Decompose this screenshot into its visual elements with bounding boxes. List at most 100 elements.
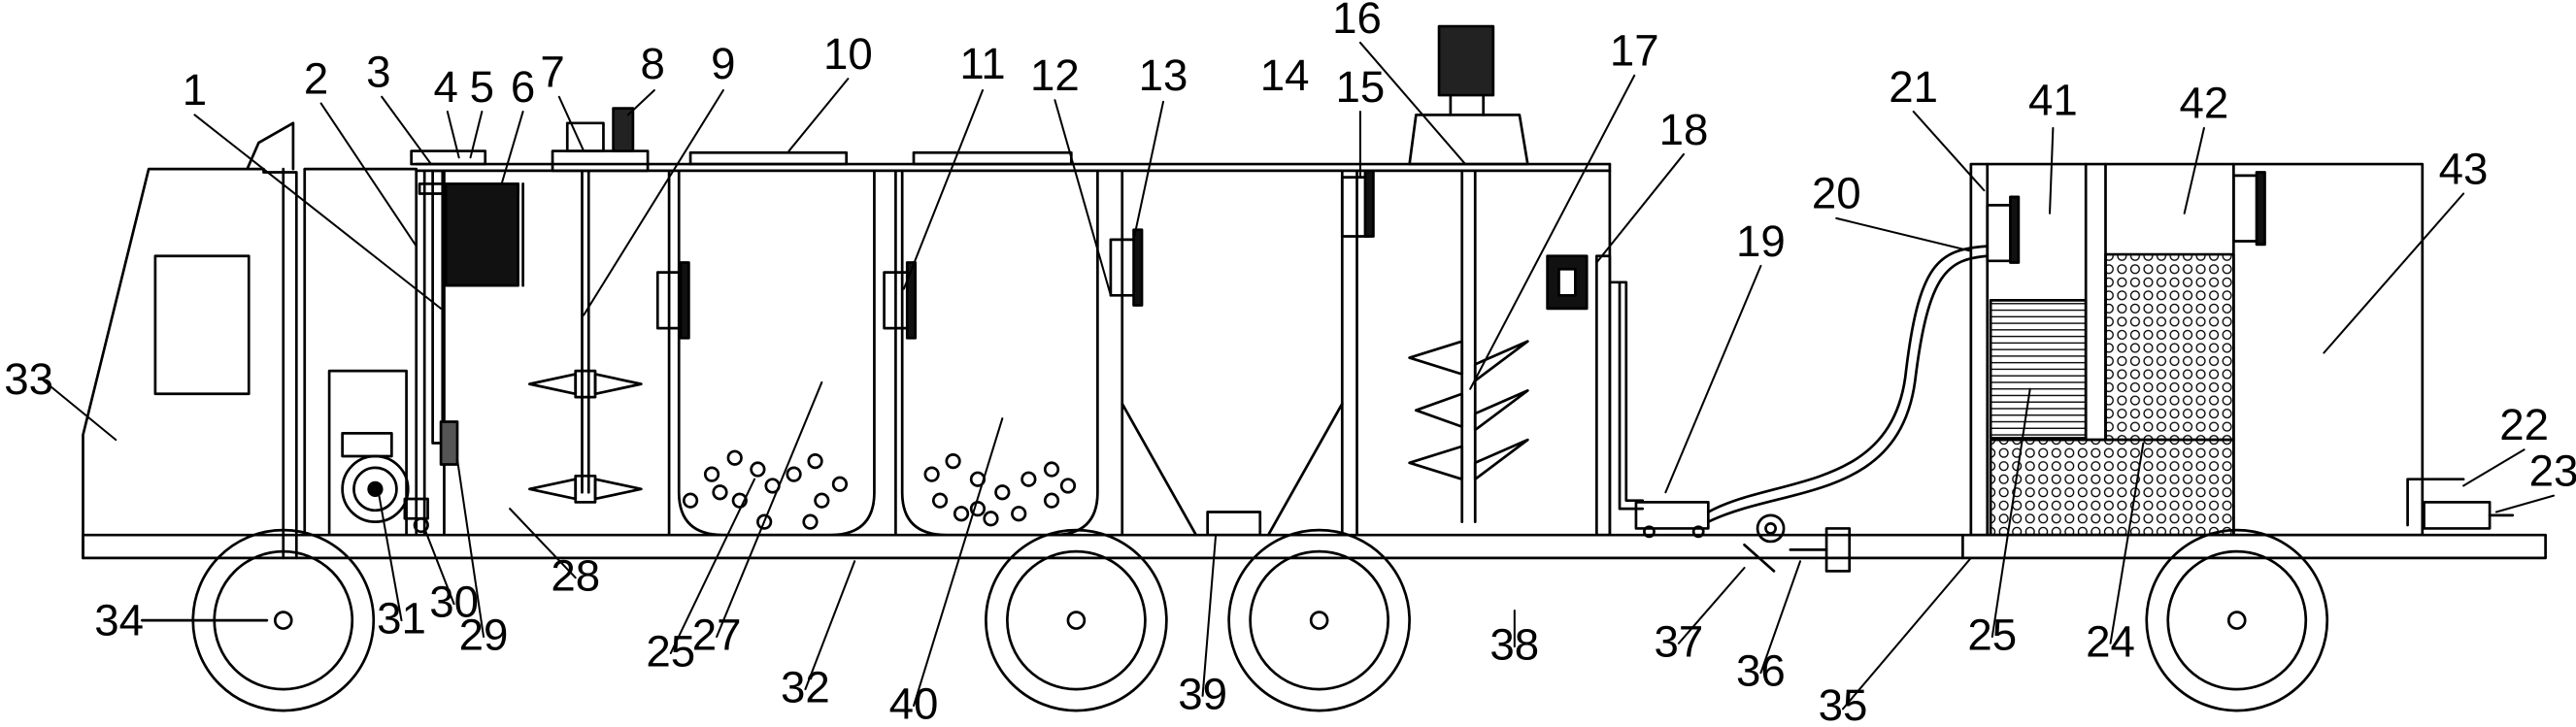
leader-line [1664,264,1762,494]
filter-pebble [923,466,940,482]
filter-pebble [1020,471,1037,487]
leader-line [2323,192,2465,354]
label-30: 30 [429,578,479,627]
label-11: 11 [959,39,1005,88]
leader-line [1835,216,1972,252]
filter-pebble [802,513,819,530]
leader-line [500,110,524,185]
label-27: 27 [692,611,742,660]
leader-line [1912,110,1986,192]
filter-pebble [807,452,823,470]
label-42: 42 [2180,79,2229,128]
filter-pebble [931,492,949,509]
label-8: 8 [640,39,664,88]
leader-line [193,114,443,310]
leader-line [1469,74,1636,390]
level-gauges [655,169,2266,340]
label-20: 20 [1812,169,1861,218]
leader-line [626,88,655,116]
rear-tank [1969,162,2515,537]
label-9: 9 [711,39,735,88]
label-34: 34 [94,595,144,644]
leader-lines [42,41,2556,710]
label-6: 6 [511,62,535,112]
label-12: 12 [1030,50,1080,100]
leader-line [2109,442,2145,644]
label-16: 16 [1332,0,1382,43]
label-5: 5 [470,62,494,112]
label-18: 18 [1659,105,1709,154]
leader-line [716,380,823,639]
leader-line [1841,556,1972,710]
label-4: 4 [433,62,457,112]
leader-line [583,88,724,316]
leader-line [1054,99,1112,297]
label-40: 40 [889,679,939,727]
wheels [141,528,2329,712]
label-24: 24 [2086,616,2135,666]
label-35: 35 [1819,680,1868,727]
label-33: 33 [4,354,53,404]
label-10: 10 [823,29,873,79]
filter-pebble [831,476,849,492]
leader-line [2494,494,2556,513]
leader-line [446,110,460,159]
filter-pebble [814,492,830,509]
label-14: 14 [1260,50,1310,100]
leader-line [319,102,418,248]
leader-line [1132,100,1165,241]
chassis-frame [82,533,2547,560]
leader-line [455,458,485,639]
filter-pebble [945,452,961,470]
label-37: 37 [1655,616,1704,666]
label-39: 39 [1178,669,1227,718]
filter-pebble [994,484,1011,501]
label-1: 1 [183,65,207,115]
leader-line [912,417,1004,708]
leader-line [1358,41,1467,166]
leader-line [381,95,432,166]
leader-line [1759,560,1802,675]
leader-line [2462,448,2526,487]
label-31: 31 [377,594,426,644]
filter-pebble [712,484,728,501]
label-2: 2 [304,53,328,103]
filter-pebble [726,449,743,466]
leader-line [1595,152,1685,264]
filter-pebble [750,461,766,478]
leader-line [1201,534,1218,697]
filter-pebble [682,492,699,509]
label-43: 43 [2439,144,2489,193]
drive-assembly [327,107,650,537]
leader-line [377,491,403,622]
label-29: 29 [459,611,509,660]
label-7: 7 [540,48,564,97]
label-25-a: 25 [1967,611,2017,660]
label-36: 36 [1736,646,1786,696]
label-28: 28 [551,551,600,601]
leader-line [423,527,455,606]
leader-line [557,95,585,152]
label-15: 15 [1336,62,1386,112]
label-25-b: 25 [646,626,695,676]
filter-pebble [953,506,970,522]
filter-pebble [731,492,748,509]
label-17: 17 [1610,26,1659,76]
filter-pebble [703,466,720,482]
pipework [1608,245,1990,573]
leader-line [2048,126,2055,215]
label-19: 19 [1736,216,1786,266]
label-41: 41 [2028,75,2078,124]
filter-pebble [1059,478,1077,494]
filter-pebble [786,466,802,482]
filter-pebble [1043,461,1060,478]
leader-line [42,380,117,442]
label-21: 21 [1889,62,1938,112]
label-3: 3 [366,48,390,97]
leader-line [469,110,484,159]
truck-cab [82,121,298,560]
leader-line [509,508,577,579]
filter-pebble [1043,492,1060,509]
filter-pebble [756,513,773,530]
filter-pebble [983,511,999,527]
